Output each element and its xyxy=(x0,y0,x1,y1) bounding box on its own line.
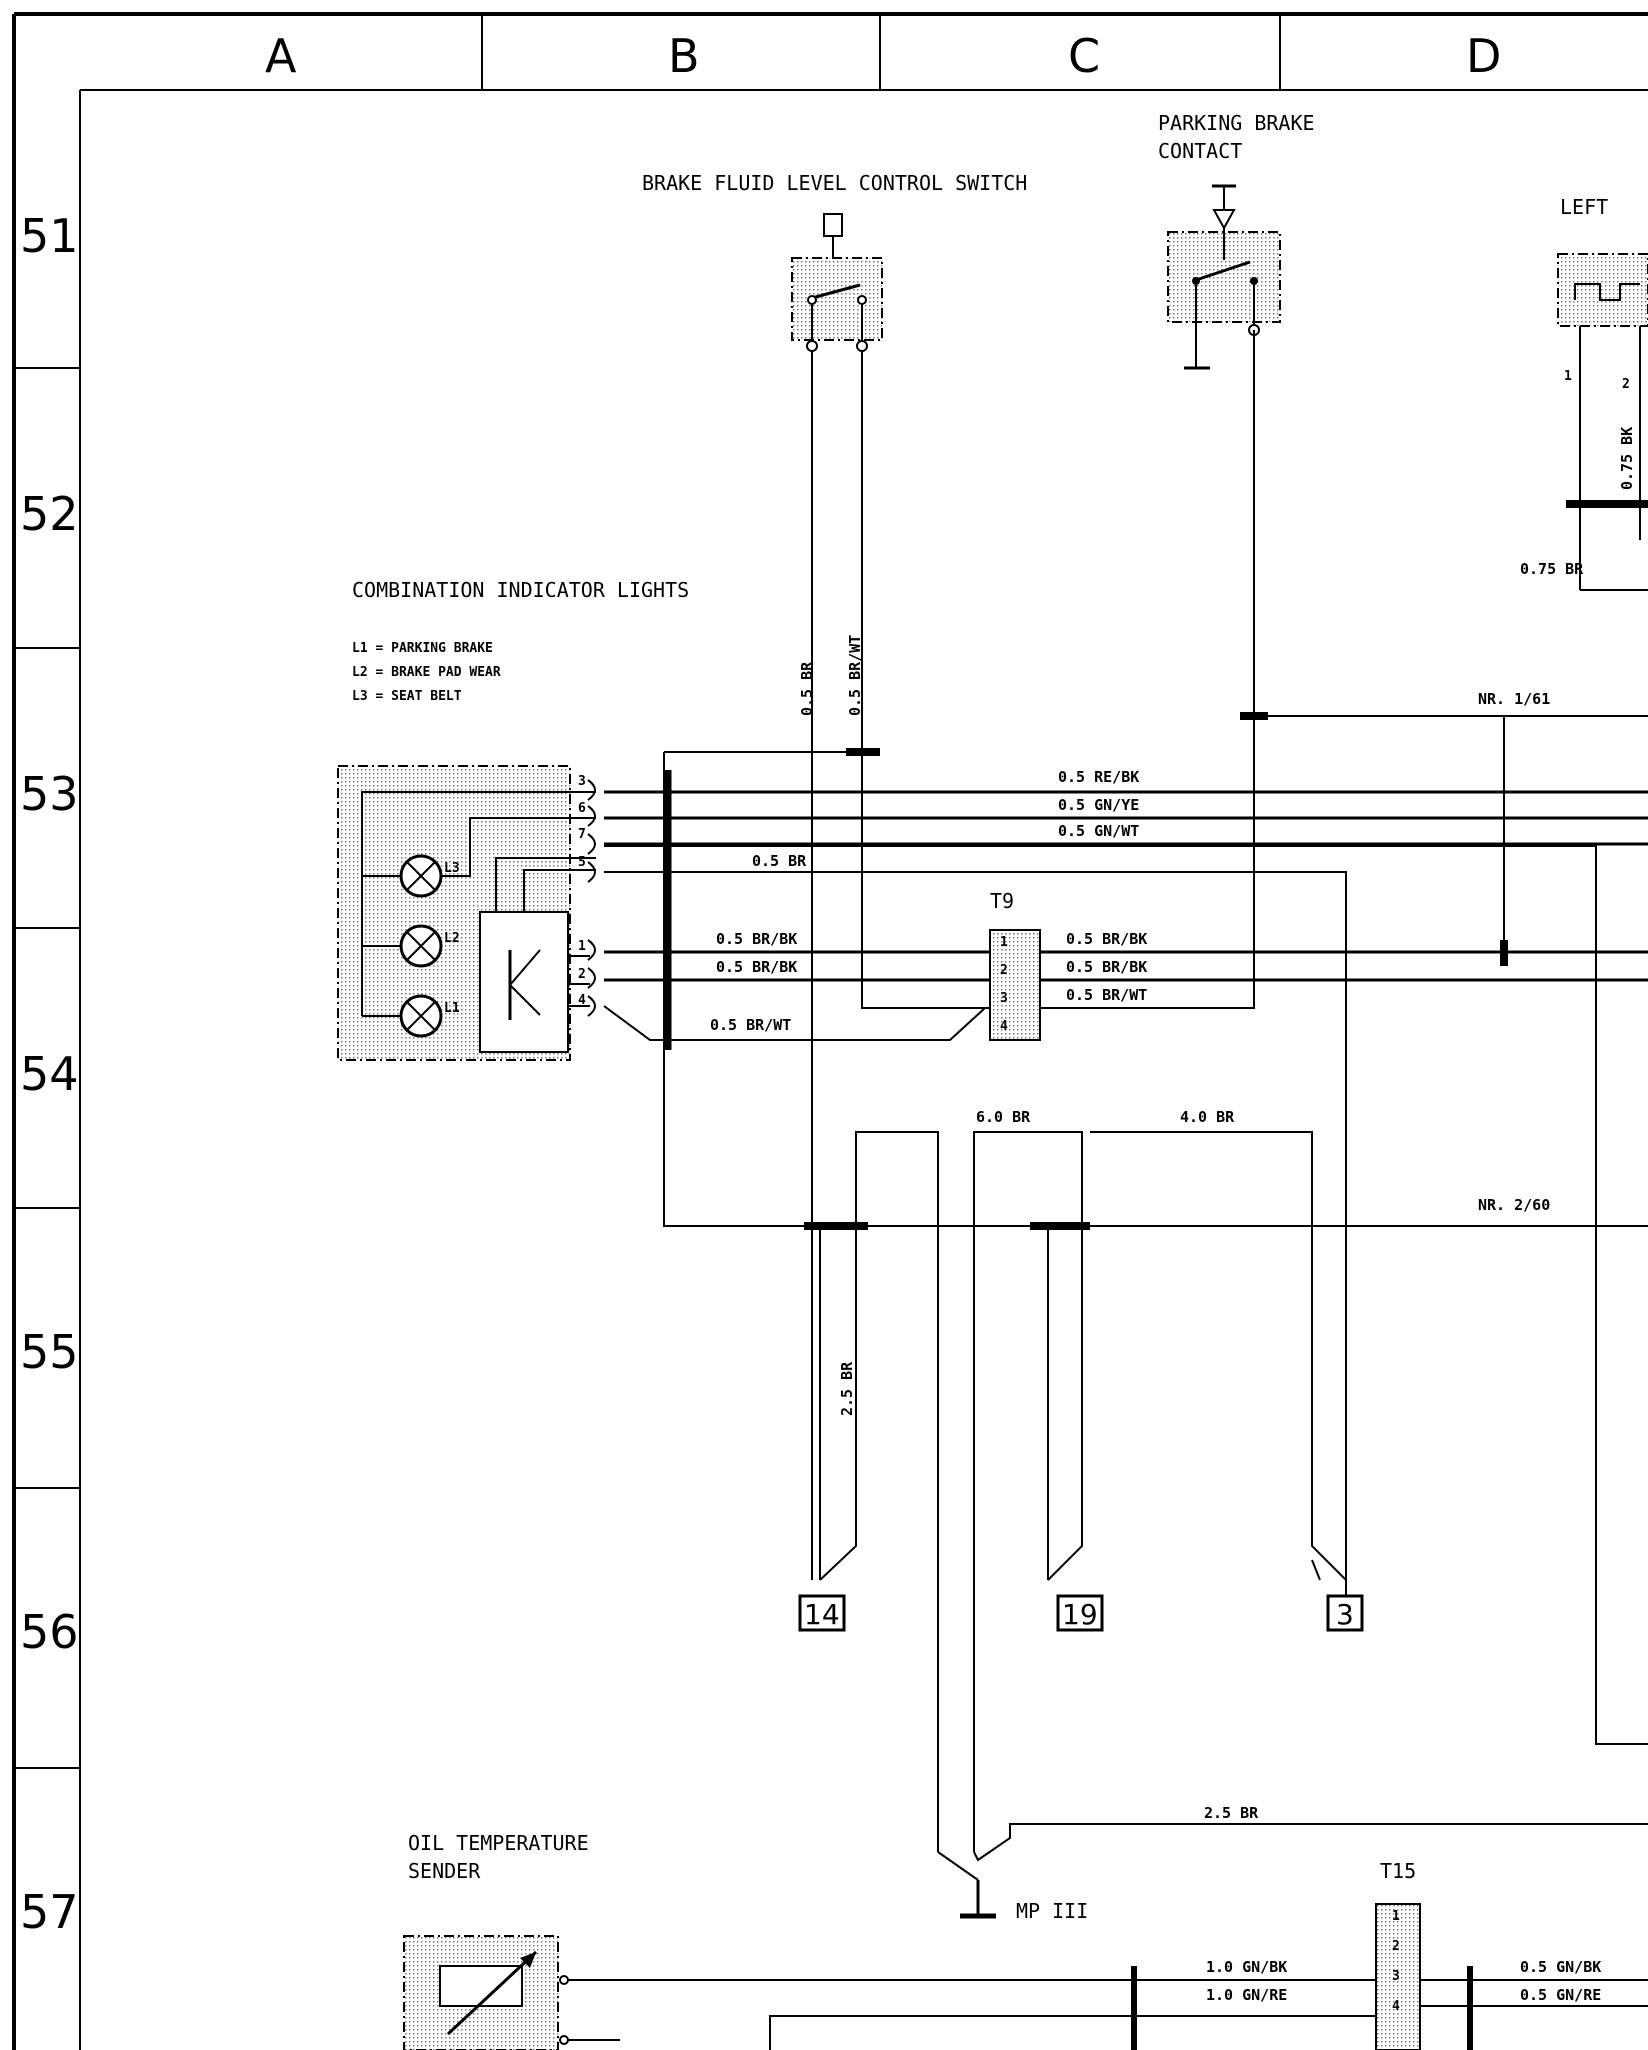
wire-label-br-bk-right-2: 0.5 BR/BK xyxy=(1066,958,1147,976)
reference-3: 3 xyxy=(1336,1598,1354,1631)
wire-label-br-bk-left-2: 0.5 BR/BK xyxy=(716,958,797,976)
grid-frame xyxy=(12,12,1648,2050)
row-label-56: 56 xyxy=(20,1605,79,1659)
row-labels: 51 52 53 54 55 56 57 xyxy=(20,209,79,1939)
wire-label-br-wt-left: 0.5 BR/WT xyxy=(710,1016,791,1034)
column-labels: A B C D xyxy=(265,29,1501,83)
oil-temp-title-1: OIL TEMPERATURE xyxy=(408,1831,589,1855)
oil-temp-title-2: SENDER xyxy=(408,1859,481,1883)
combo-pin-2: 2 xyxy=(578,967,586,982)
wire-label-br-wt-right: 0.5 BR/WT xyxy=(1066,986,1147,1004)
wire-label-br-bk-right-1: 0.5 BR/BK xyxy=(1066,930,1147,948)
ground-bus xyxy=(819,1131,1648,1919)
t15-pin-2: 2 xyxy=(1392,1939,1400,1954)
wire-label-05-gn-re: 0.5 GN/RE xyxy=(1520,1986,1601,2004)
lamp-label-l2: L2 xyxy=(444,931,460,946)
legend-line-2: L2 = BRAKE PAD WEAR xyxy=(352,665,501,680)
wire-label-40-br: 4.0 BR xyxy=(1180,1108,1235,1126)
wire-label-re-bk: 0.5 RE/BK xyxy=(1058,768,1139,786)
t9-pin-4: 4 xyxy=(1000,1019,1008,1034)
row-label-57: 57 xyxy=(20,1885,79,1939)
row-label-54: 54 xyxy=(20,1047,79,1101)
left-title: LEFT xyxy=(1560,195,1608,219)
column-label-b: B xyxy=(668,29,700,83)
wire-label-05-br: 0.5 BR xyxy=(752,852,807,870)
column-label-a: A xyxy=(265,29,297,83)
row-label-53: 53 xyxy=(20,767,79,821)
combo-pin-7: 7 xyxy=(578,827,586,842)
wire-label-vertical-075-bk: 0.75 BK xyxy=(1618,427,1636,490)
column-label-d: D xyxy=(1466,29,1501,83)
wire-label-075-br: 0.75 BR xyxy=(1520,560,1584,578)
combo-pin-6: 6 xyxy=(578,801,586,816)
oil-temperature-sender xyxy=(403,1935,1648,2050)
mp-ground-label: MP III xyxy=(1016,1899,1088,1923)
lamp-label-l3: L3 xyxy=(444,861,460,876)
parking-brake-title-1: PARKING BRAKE xyxy=(1158,111,1315,135)
left-pin-2: 2 xyxy=(1622,377,1630,392)
parking-brake-title-2: CONTACT xyxy=(1158,139,1242,163)
wire-label-gn-ye: 0.5 GN/YE xyxy=(1058,796,1139,814)
combo-pin-1: 1 xyxy=(578,939,586,954)
wire-labels: 0.5 RE/BK 0.5 GN/YE 0.5 GN/WT 0.5 BR 0.5… xyxy=(710,427,1636,2004)
legend-line-3: L3 = SEAT BELT xyxy=(352,689,462,704)
wire-label-05-gn-bk: 0.5 GN/BK xyxy=(1520,1958,1601,1976)
wire-label-vertical-05-br-wt: 0.5 BR/WT xyxy=(846,635,864,716)
legend-line-1: L1 = PARKING BRAKE xyxy=(352,641,493,656)
wire-label-25-br-horizontal: 2.5 BR xyxy=(1204,1804,1259,1822)
combination-lights-title: COMBINATION INDICATOR LIGHTS xyxy=(352,578,689,602)
row-label-55: 55 xyxy=(20,1325,79,1379)
combo-pin-4: 4 xyxy=(578,993,586,1008)
wire-label-10-gn-re: 1.0 GN/RE xyxy=(1206,1986,1287,2004)
wire-label-nr-260: NR. 2/60 xyxy=(1478,1196,1550,1214)
t15-pin-1: 1 xyxy=(1392,1909,1400,1924)
wire-label-10-gn-bk: 1.0 GN/BK xyxy=(1206,1958,1287,1976)
parking-brake-contact xyxy=(1167,184,1281,370)
t15-connector: 1 2 3 4 xyxy=(1375,1903,1421,2050)
combo-pin-3: 3 xyxy=(578,774,586,789)
harness-wires xyxy=(603,330,1648,1745)
t9-label: T9 xyxy=(990,889,1014,913)
t9-pin-2: 2 xyxy=(1000,963,1008,978)
reference-14: 14 xyxy=(804,1598,840,1631)
wire-label-60-br: 6.0 BR xyxy=(976,1108,1031,1126)
lamp-label-l1: L1 xyxy=(444,1001,460,1016)
wire-label-nr-161: NR. 1/61 xyxy=(1478,690,1550,708)
t9-connector: 1 2 3 4 xyxy=(989,929,1041,1041)
t9-pin-3: 3 xyxy=(1000,991,1008,1006)
wire-label-vertical-25-br: 2.5 BR xyxy=(838,1361,856,1416)
float-icon xyxy=(823,213,843,237)
t9-pin-1: 1 xyxy=(1000,935,1008,950)
row-label-51: 51 xyxy=(20,209,79,263)
combo-pin-5: 5 xyxy=(578,855,586,870)
t15-label: T15 xyxy=(1380,1859,1416,1883)
wire-label-gn-wt: 0.5 GN/WT xyxy=(1058,822,1139,840)
row-label-52: 52 xyxy=(20,487,79,541)
reference-19: 19 xyxy=(1062,1598,1098,1631)
combination-indicator-lights: L3 L2 L1 3 6 7 5 1 2 4 xyxy=(337,765,596,1061)
brake-fluid-switch xyxy=(791,213,883,352)
wire-label-br-bk-left-1: 0.5 BR/BK xyxy=(716,930,797,948)
brake-fluid-switch-title: BRAKE FLUID LEVEL CONTROL SWITCH xyxy=(642,171,1027,195)
t15-pin-4: 4 xyxy=(1392,1999,1400,2014)
reference-boxes: 14 19 3 xyxy=(798,1594,1364,1632)
column-label-c: C xyxy=(1068,29,1100,83)
t15-pin-3: 3 xyxy=(1392,1969,1400,1984)
wire-label-vertical-05-br: 0.5 BR xyxy=(798,661,816,716)
left-pin-1: 1 xyxy=(1564,369,1572,384)
left-component: 1 2 xyxy=(1557,253,1648,591)
